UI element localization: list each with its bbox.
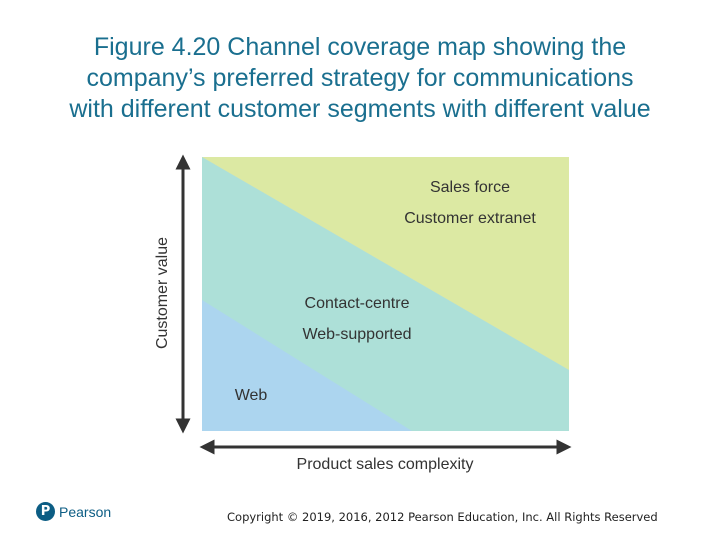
zone-label-customer-extranet: Customer extranet [404,210,536,227]
y-axis-label: Customer value [154,237,171,349]
zone-top-area [202,157,569,370]
pearson-logo-wordmark: Pearson [59,503,112,520]
pearson-logo: P Pearson [36,502,111,521]
slide-title: Figure 4.20 Channel coverage map showing… [0,32,720,125]
pearson-logo-icon: P [36,502,55,521]
zone-label-web-supported: Web-supported [302,326,411,343]
copyright-notice: Copyright © 2019, 2016, 2012 Pearson Edu… [227,510,658,524]
title-line-1: Figure 4.20 Channel coverage map showing… [93,33,627,61]
x-axis-label: Product sales complexity [297,456,474,473]
title-line-3: with different customer segments with di… [69,95,651,123]
zone-middle-area [202,157,569,431]
zone-label-contact-centre: Contact-centre [305,295,410,312]
zone-label-sales-force: Sales force [430,179,510,196]
zone-label-web: Web [235,387,268,404]
title-line-2: company’s preferred strategy for communi… [86,64,634,92]
